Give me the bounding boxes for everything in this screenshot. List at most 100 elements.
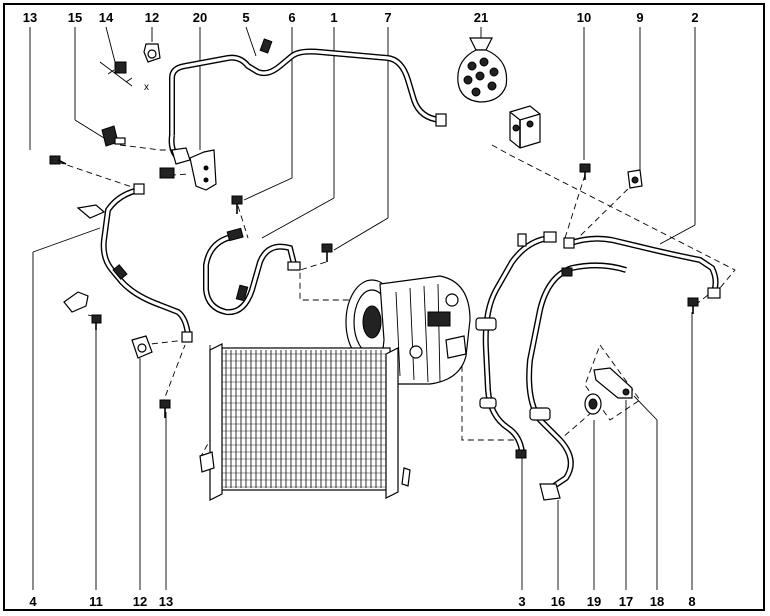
hose16-end-fitting — [539, 483, 561, 501]
detail-ticks — [107, 69, 133, 83]
dash-bracket-17-outline — [584, 344, 641, 421]
leader-6b — [243, 177, 293, 201]
hose-3 — [475, 231, 557, 459]
callout-11: 11 — [89, 594, 103, 609]
pipe4-bracket — [76, 204, 106, 219]
bolt-13-bottom — [159, 399, 171, 418]
callout-20: 20 — [193, 10, 207, 25]
dash-bolt-6 — [237, 205, 249, 239]
callout-5: 5 — [242, 10, 249, 25]
bottom-callouts: 4 11 12 13 3 16 19 17 18 8 — [29, 594, 695, 609]
dash-bolt-10 — [564, 174, 586, 239]
leader-1b — [261, 197, 335, 239]
dash-bolt-13 — [57, 161, 136, 189]
hose3-end — [515, 449, 527, 459]
condenser-left-tank — [209, 343, 223, 501]
leader-18b — [633, 395, 658, 421]
dash-clip-9 — [577, 181, 636, 239]
leader-5 — [245, 26, 257, 57]
leader-2b — [659, 224, 696, 245]
detail-14: x — [99, 61, 149, 93]
leader-14 — [105, 26, 116, 63]
pipe2-fitting — [563, 237, 575, 249]
clip-12-bottom — [131, 335, 153, 359]
pipe2-end — [707, 287, 721, 299]
grommet-19 — [584, 393, 602, 415]
pipe4-bottom-fitting — [181, 331, 193, 343]
callout-10: 10 — [577, 10, 591, 25]
callout-1: 1 — [330, 10, 337, 25]
seal-kit-21 — [457, 37, 508, 103]
condenser-plug — [401, 467, 411, 487]
leader-15b — [74, 119, 105, 139]
callout-12-top: 12 — [145, 10, 159, 25]
diagram-frame — [3, 3, 765, 611]
callout-12-bottom: 12 — [133, 594, 147, 609]
bolt-7 — [321, 243, 333, 262]
fitting-upper — [171, 147, 191, 165]
bracket-20-plate — [189, 149, 217, 191]
callout-16: 16 — [551, 594, 565, 609]
dash-grommet-19 — [561, 411, 593, 439]
bolt-13-top — [49, 155, 67, 165]
callout-7: 7 — [384, 10, 391, 25]
hose16-sleeve — [529, 407, 551, 421]
hose3-sleeve — [475, 317, 497, 331]
hose3-top-fitting — [543, 231, 557, 243]
callout-14: 14 — [99, 10, 114, 25]
top-callouts: 13 15 14 12 20 5 6 1 7 21 10 9 2 — [23, 10, 699, 25]
callout-15: 15 — [68, 10, 82, 25]
dash-valve-line — [491, 144, 736, 289]
pipe-2 — [563, 235, 721, 299]
bolt-8 — [687, 297, 699, 314]
pipe5-end-fitting — [435, 113, 447, 127]
bracket-20 — [189, 149, 217, 191]
callout-9: 9 — [636, 10, 643, 25]
compressor — [345, 275, 471, 385]
dash-condenser — [199, 345, 211, 459]
pipe1-fitting — [226, 227, 244, 242]
clip-12-top — [143, 43, 161, 63]
pipe-1 — [203, 227, 301, 316]
fitting-bracket-assembly — [159, 147, 191, 179]
hose16-top-cap — [561, 267, 573, 277]
seal-kit-tag — [469, 37, 493, 51]
condenser-core-outline — [213, 347, 391, 491]
hose3-sleeve-2 — [479, 397, 497, 409]
callout-3: 3 — [518, 594, 525, 609]
pipe1-clamp — [235, 284, 249, 302]
callout-8: 8 — [688, 594, 695, 609]
expansion-valve — [509, 105, 541, 149]
dash-clip-12 — [141, 339, 187, 346]
compressor-port — [427, 311, 451, 327]
callout-13-top: 13 — [23, 10, 37, 25]
bolts — [49, 155, 699, 418]
bracket-17 — [593, 367, 633, 399]
condenser-receiver-drier — [385, 347, 399, 499]
callout-6: 6 — [288, 10, 295, 25]
detail-x-label: x — [144, 82, 149, 93]
pipe-4 — [76, 183, 193, 343]
condenser — [199, 343, 411, 501]
leader-4b — [32, 227, 101, 253]
bolt-6 — [231, 195, 243, 214]
bolt-11 — [91, 314, 102, 330]
callout-13-bottom: 13 — [159, 594, 173, 609]
leader-7b — [333, 217, 389, 251]
pipe4-top-fitting — [133, 183, 145, 195]
dash-bolt-13-low — [161, 344, 186, 406]
callout-4: 4 — [29, 594, 37, 609]
clip-9 — [627, 169, 643, 189]
bracket-11 — [63, 291, 89, 313]
fitting-block — [159, 167, 175, 179]
pressure-sensor-nut — [114, 137, 126, 145]
callout-2: 2 — [691, 10, 698, 25]
bracket-17-18 — [593, 367, 633, 399]
nut-14 — [114, 61, 127, 74]
pipe4-clamp — [112, 264, 128, 280]
callout-18: 18 — [650, 594, 664, 609]
hose-16 — [526, 262, 627, 501]
hose3-port-cap — [517, 233, 527, 247]
bolt-10 — [579, 163, 591, 180]
